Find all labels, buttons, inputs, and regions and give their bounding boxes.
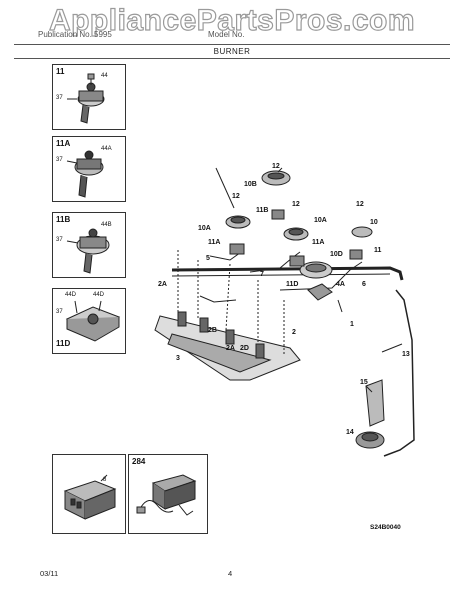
callout: 12 (232, 193, 240, 200)
wire-harness-illustration (136, 474, 197, 516)
inset-11a: 11A 44A 37 (52, 136, 126, 202)
footer-page-number: 4 (228, 569, 233, 578)
part-callout: 44D (65, 292, 77, 298)
callout: 14 (346, 429, 354, 436)
section-title: BURNER (213, 47, 251, 56)
callout: 12 (292, 201, 300, 208)
callout: 10B (244, 181, 257, 188)
callout: 15 (360, 379, 368, 386)
callout: 11B (256, 207, 268, 214)
valve-illustration (67, 73, 105, 124)
inset-label: 11 (56, 67, 65, 76)
part-callout: 44D (93, 292, 105, 298)
callout: 2A (158, 281, 167, 288)
footer-date: 03/11 (40, 569, 59, 578)
part-callout: 44B (101, 222, 112, 228)
part-callout: 44 (101, 73, 108, 79)
part-callout: 37 (56, 95, 63, 101)
spark-module-illustration (63, 474, 117, 520)
title-rule (14, 58, 450, 59)
diagram-code: S24B0040 (370, 524, 401, 531)
callout: 11D (286, 281, 298, 288)
callout: 2B (208, 327, 217, 334)
inset-label: 284 (132, 457, 146, 466)
callout: 4A (336, 281, 345, 288)
callout: 2 (292, 329, 296, 336)
part-callout: 37 (56, 157, 63, 163)
callout: 13 (402, 351, 410, 358)
callout: 11A (312, 239, 324, 246)
header-rule (14, 44, 450, 45)
callout: 6 (362, 281, 366, 288)
callout: 7 (260, 271, 264, 278)
callout: 2D (240, 345, 249, 352)
callout: 10D (330, 251, 343, 258)
part-callout: 37 (56, 237, 63, 243)
model-number-label: Model No. (208, 30, 245, 39)
part-callout: 8 (103, 477, 107, 483)
callout: 2A (226, 345, 235, 352)
callout: 11 (374, 247, 382, 254)
inset-label: 11B (56, 215, 71, 224)
inset-label: 11D (56, 339, 71, 348)
inset-11d: 11D 44D 44D 37 (52, 288, 126, 354)
inset-label: 11A (56, 139, 71, 148)
callout: 10A (314, 217, 327, 224)
valve-illustration (66, 150, 104, 198)
callout: 11A (208, 239, 220, 246)
callout: 12 (356, 201, 364, 208)
publication-number: Publication No. 5995 (38, 30, 112, 39)
part-callout: 37 (56, 309, 63, 315)
callout: 10 (370, 219, 378, 226)
inset-284: 284 (128, 454, 208, 534)
valve-illustration (65, 300, 121, 342)
callout: 10A (198, 225, 211, 232)
valve-illustration (66, 228, 110, 274)
callout: 12 (272, 163, 280, 170)
part-callout: 44A (101, 146, 112, 152)
callout: 5 (206, 255, 210, 262)
callout: 1 (350, 321, 354, 328)
watermark: AppliancePartsPros.com (48, 3, 416, 37)
inset-11: 11 44 37 (52, 64, 126, 130)
callout: 3 (176, 355, 180, 362)
inset-igniter-module: 8 (52, 454, 126, 534)
inset-11b: 11B 44B 37 (52, 212, 126, 278)
